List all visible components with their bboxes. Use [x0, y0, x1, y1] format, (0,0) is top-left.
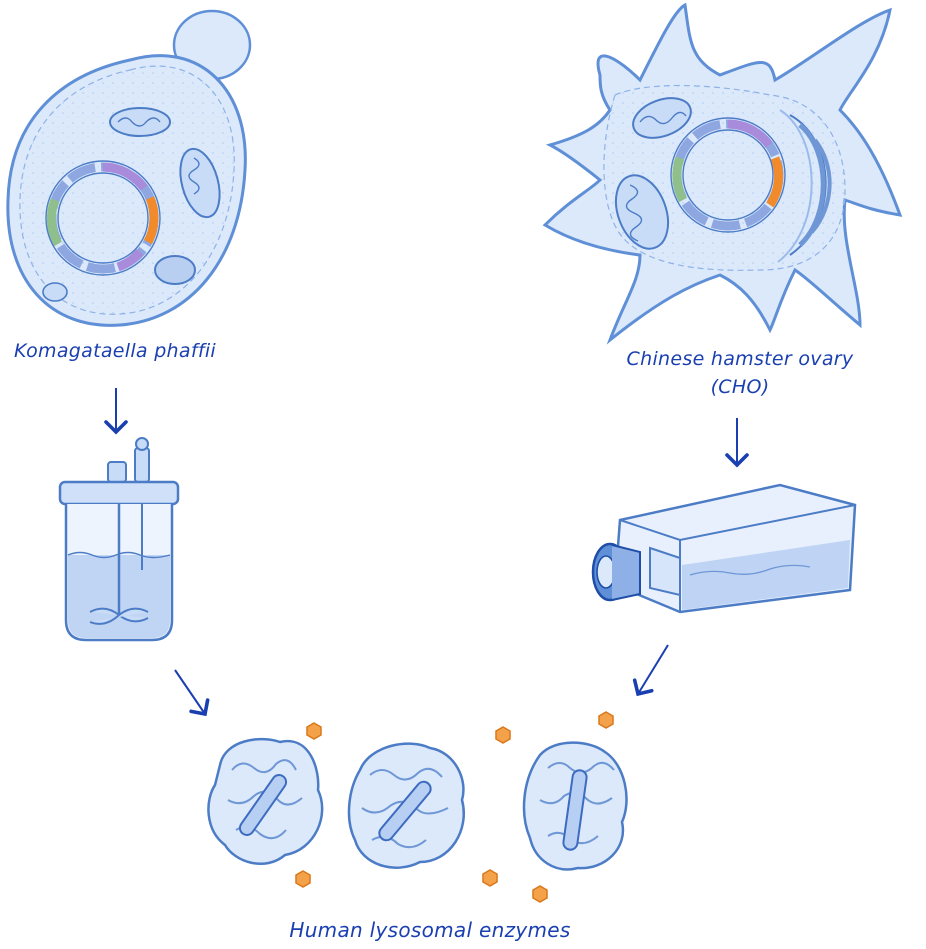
cho-label-line1: Chinese hamster ovary	[626, 348, 854, 370]
enzymes-label: Human lysosomal enzymes	[289, 918, 571, 942]
arrow-flask-to-enzymes	[632, 644, 669, 697]
glycan-hexagon-icon	[295, 870, 311, 888]
enzyme-3-icon	[522, 741, 628, 871]
glycan-hexagon-icon	[598, 711, 614, 729]
yeast-label: Komagataella phaffii	[14, 340, 216, 362]
culture-flask-icon	[591, 483, 857, 614]
glycan-hexagon-icon	[306, 722, 322, 740]
cho-label: Chinese hamster ovary (CHO)	[590, 345, 890, 401]
bioreactor-icon	[58, 437, 180, 642]
glycan-hexagons	[295, 711, 614, 903]
glycan-hexagon-icon	[532, 885, 548, 903]
enzyme-1-icon	[207, 737, 324, 865]
arrow-bioreactor-to-enzymes	[174, 669, 210, 717]
cho-label-line2: (CHO)	[710, 376, 770, 398]
cho-cell-icon	[542, 2, 903, 345]
glycan-hexagon-icon	[482, 869, 498, 887]
enzyme-2-icon	[347, 742, 465, 869]
yeast-cell-icon	[6, 9, 252, 327]
cho-plasmid-icon	[670, 117, 786, 233]
glycan-hexagon-icon	[495, 726, 511, 744]
yeast-plasmid-icon	[45, 160, 161, 276]
